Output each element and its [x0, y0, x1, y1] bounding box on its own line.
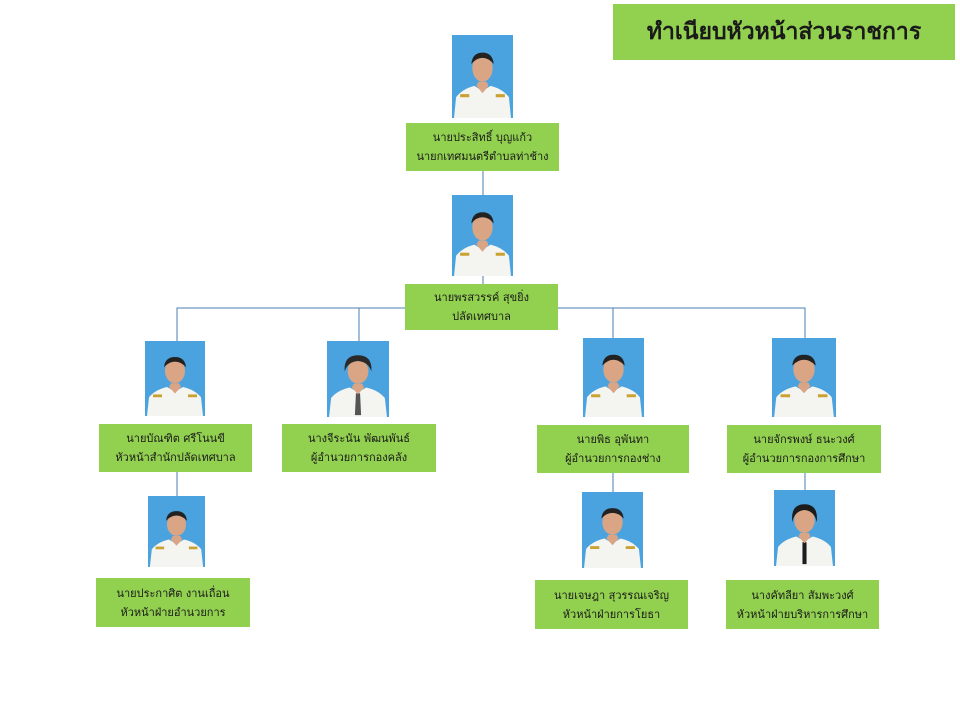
admin-section-head-photo [148, 496, 205, 567]
finance-director-card: นางจีระนัน พัฒนพันธ์ ผู้อำนวยการกองคลัง [282, 424, 436, 472]
office-head-card: นายบัณฑิต ศรีโนนขี หัวหน้าสำนักปลัดเทศบา… [99, 424, 252, 472]
office-head-position: หัวหน้าสำนักปลัดเทศบาล [115, 451, 236, 464]
clerk-name: นายพรสวรรค์ สุขยิ่ง [434, 291, 529, 304]
engineering-director-card: นายพิธ อุพันทา ผู้อำนวยการกองช่าง [537, 425, 689, 473]
education-admin-head-name: นางคัทลียา สัมพะวงศ์ [751, 588, 854, 602]
admin-section-head-position: หัวหน้าฝ่ายอำนวยการ [120, 605, 226, 619]
engineering-director-position: ผู้อำนวยการกองช่าง [565, 452, 661, 465]
official-portrait-icon [327, 341, 389, 417]
education-director-photo [772, 338, 836, 417]
official-portrait-icon [583, 338, 644, 417]
mayor-photo [452, 35, 513, 118]
official-portrait-icon [582, 492, 643, 568]
official-portrait-icon [452, 195, 513, 276]
admin-section-head-name: นายประกาศิต งานเถื่อน [116, 586, 230, 600]
public-works-head-name: นายเจษฎา สุวรรณเจริญ [553, 588, 670, 602]
mayor-name: นายประสิทธิ์ บุญแก้ว [432, 131, 533, 144]
page-title: ทำเนียบหัวหน้าส่วนราชการ [613, 4, 955, 60]
clerk-card: นายพรสวรรค์ สุขยิ่ง ปลัดเทศบาล [405, 284, 558, 330]
official-portrait-icon [145, 341, 205, 416]
finance-director-name: นางจีระนัน พัฒนพันธ์ [307, 432, 411, 445]
education-director-position: ผู้อำนวยการกองการศึกษา [742, 452, 866, 465]
official-portrait-icon [148, 496, 205, 567]
engineering-director-photo [583, 338, 644, 417]
finance-director-position: ผู้อำนวยการกองคลัง [310, 451, 408, 464]
education-admin-head-position: หัวหน้าฝ่ายบริหารการศึกษา [736, 607, 869, 621]
office-head-photo [145, 341, 205, 416]
official-portrait-icon [774, 490, 835, 566]
admin-section-head-card: นายประกาศิต งานเถื่อน หัวหน้าฝ่ายอำนวยกา… [96, 578, 250, 627]
public-works-head-card: นายเจษฎา สุวรรณเจริญ หัวหน้าฝ่ายการโยธา [535, 580, 688, 629]
clerk-photo [452, 195, 513, 276]
education-admin-head-card: นางคัทลียา สัมพะวงศ์ หัวหน้าฝ่ายบริหารกา… [726, 580, 879, 629]
engineering-director-name: นายพิธ อุพันทา [576, 433, 650, 446]
finance-director-photo [327, 341, 389, 417]
clerk-position: ปลัดเทศบาล [452, 310, 511, 323]
public-works-head-position: หัวหน้าฝ่ายการโยธา [562, 607, 661, 621]
official-portrait-icon [772, 338, 836, 417]
mayor-position: นายกเทศมนตรีตำบลท่าช้าง [416, 150, 549, 163]
education-director-card: นายจักรพงษ์ ธนะวงศ์ ผู้อำนวยการกองการศึก… [727, 425, 881, 473]
office-head-name: นายบัณฑิต ศรีโนนขี [126, 432, 225, 445]
education-director-name: นายจักรพงษ์ ธนะวงศ์ [753, 433, 855, 446]
public-works-head-photo [582, 492, 643, 568]
official-portrait-icon [452, 35, 513, 118]
education-admin-head-photo [774, 490, 835, 566]
mayor-card: นายประสิทธิ์ บุญแก้ว นายกเทศมนตรีตำบลท่า… [406, 123, 559, 171]
